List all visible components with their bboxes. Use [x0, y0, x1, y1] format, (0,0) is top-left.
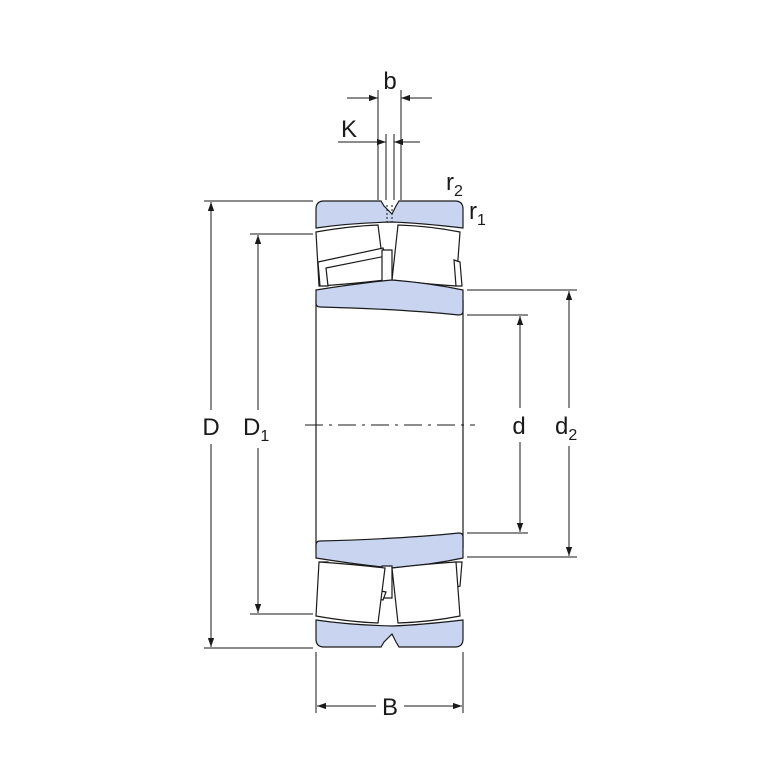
cage-top-right — [453, 259, 463, 287]
lubrication-groove — [386, 205, 393, 222]
label-b: b — [383, 68, 396, 95]
dimension-D: D — [202, 200, 313, 649]
label-B: B — [382, 694, 398, 721]
top-cross-section — [315, 200, 464, 316]
svg-text:D1: D1 — [243, 414, 269, 445]
outer-ring-bottom — [315, 619, 464, 648]
label-D: D — [202, 414, 219, 441]
roller-top-right — [391, 224, 461, 287]
label-r1-sub: 1 — [477, 212, 486, 229]
dimension-d2: d2 — [467, 289, 577, 558]
bottom-cross-section — [315, 532, 464, 648]
label-D1-sub: 1 — [260, 428, 269, 445]
label-D1-main: D — [243, 414, 260, 441]
roller-bottom-left — [315, 561, 386, 624]
label-d2-sub: 2 — [568, 427, 577, 444]
label-r2-main: r — [446, 169, 454, 196]
svg-text:d2: d2 — [555, 413, 577, 444]
cage-top-left — [317, 247, 387, 287]
label-r1: r1 — [469, 198, 486, 229]
bearing-body — [305, 300, 475, 548]
guide-ring-top — [381, 249, 393, 283]
label-d2-main: d — [555, 413, 568, 440]
dimension-B: B — [315, 652, 464, 721]
label-r2-sub: 2 — [454, 183, 463, 200]
outer-ring-top — [315, 200, 464, 229]
roller-bottom-right — [391, 561, 461, 624]
svg-text:r1: r1 — [469, 198, 486, 229]
label-r1-main: r — [469, 198, 477, 225]
dimension-b: b — [347, 68, 432, 200]
dimension-K: K — [338, 116, 420, 200]
label-r2: r2 — [446, 169, 463, 200]
dimension-D1: D1 — [243, 233, 313, 615]
label-K: K — [341, 116, 357, 143]
svg-text:r2: r2 — [446, 169, 463, 200]
inner-ring-bottom — [315, 532, 464, 569]
label-d: d — [512, 413, 525, 440]
dimension-d: d — [467, 314, 528, 534]
inner-ring-top — [315, 279, 464, 316]
